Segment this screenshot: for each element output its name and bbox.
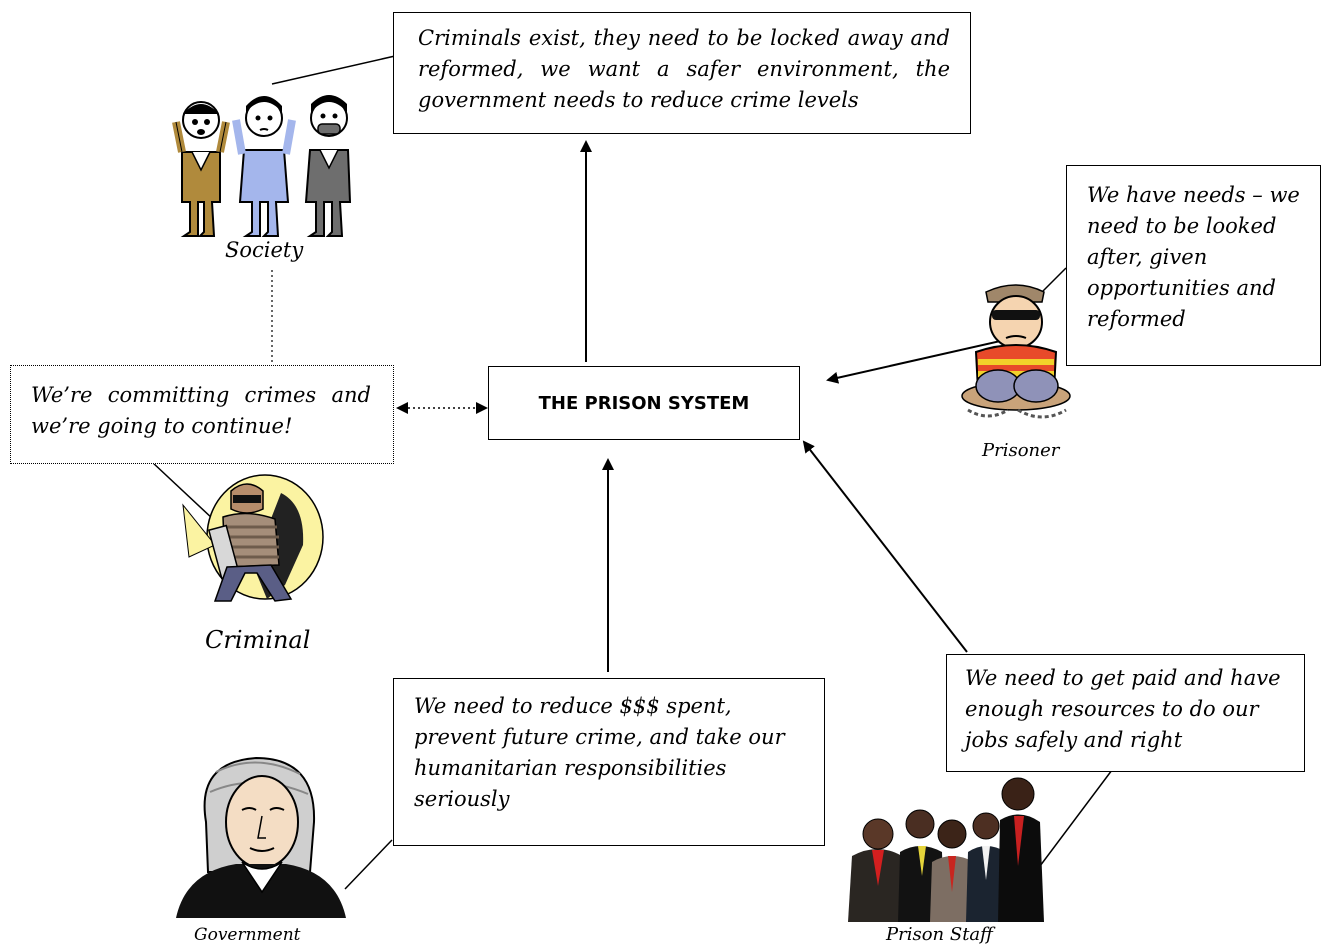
government-clipart <box>176 756 346 918</box>
prison-system-box: THE PRISON SYSTEM <box>488 366 800 440</box>
criminal-caption: Criminal <box>205 626 311 654</box>
speak-no-evil-figure <box>304 95 352 237</box>
prisoner-clipart <box>961 284 1071 419</box>
prison-staff-callout-line <box>1039 769 1113 867</box>
prison-staff-clipart <box>848 777 1044 922</box>
criminal-statement-text: We’re committing crimes and we’re going … <box>31 383 371 438</box>
government-caption: Government <box>194 925 301 945</box>
prison-staff-statement-text: We need to get paid and have enough reso… <box>965 666 1281 752</box>
society-statement-text: Criminals exist, they need to be locked … <box>418 26 950 112</box>
society-clipart <box>172 95 352 237</box>
staff-person-5 <box>998 777 1044 922</box>
government-callout-line <box>344 839 393 890</box>
see-no-evil-figure <box>172 101 230 237</box>
criminal-callout-line <box>151 461 215 521</box>
staff-person-4 <box>966 812 1008 922</box>
prisoner-statement-text: We have needs – we need to be looked aft… <box>1087 183 1300 331</box>
government-statement-text: We need to reduce $$$ spent, prevent fut… <box>414 694 785 811</box>
criminal-statement-box: We’re committing crimes and we’re going … <box>10 365 394 464</box>
prison-staff-statement-box: We need to get paid and have enough reso… <box>946 654 1305 772</box>
society-statement-box: Criminals exist, they need to be locked … <box>393 12 971 134</box>
prisoner-statement-box: We have needs – we need to be looked aft… <box>1066 165 1321 366</box>
hear-no-evil-figure <box>232 96 296 237</box>
criminal-clipart <box>182 474 324 602</box>
staff-person-3 <box>930 819 976 922</box>
arrow-from-prison-staff <box>802 440 968 653</box>
prison-staff-caption: Prison Staff <box>886 924 993 945</box>
arrow-from-prisoner <box>826 336 1019 384</box>
prison-system-label: THE PRISON SYSTEM <box>538 392 750 414</box>
prisoner-caption: Prisoner <box>982 440 1060 461</box>
government-statement-box: We need to reduce $$$ spent, prevent fut… <box>393 678 825 846</box>
society-callout-line <box>271 55 396 85</box>
society-caption: Society <box>225 238 304 262</box>
staff-person-1 <box>848 818 906 922</box>
